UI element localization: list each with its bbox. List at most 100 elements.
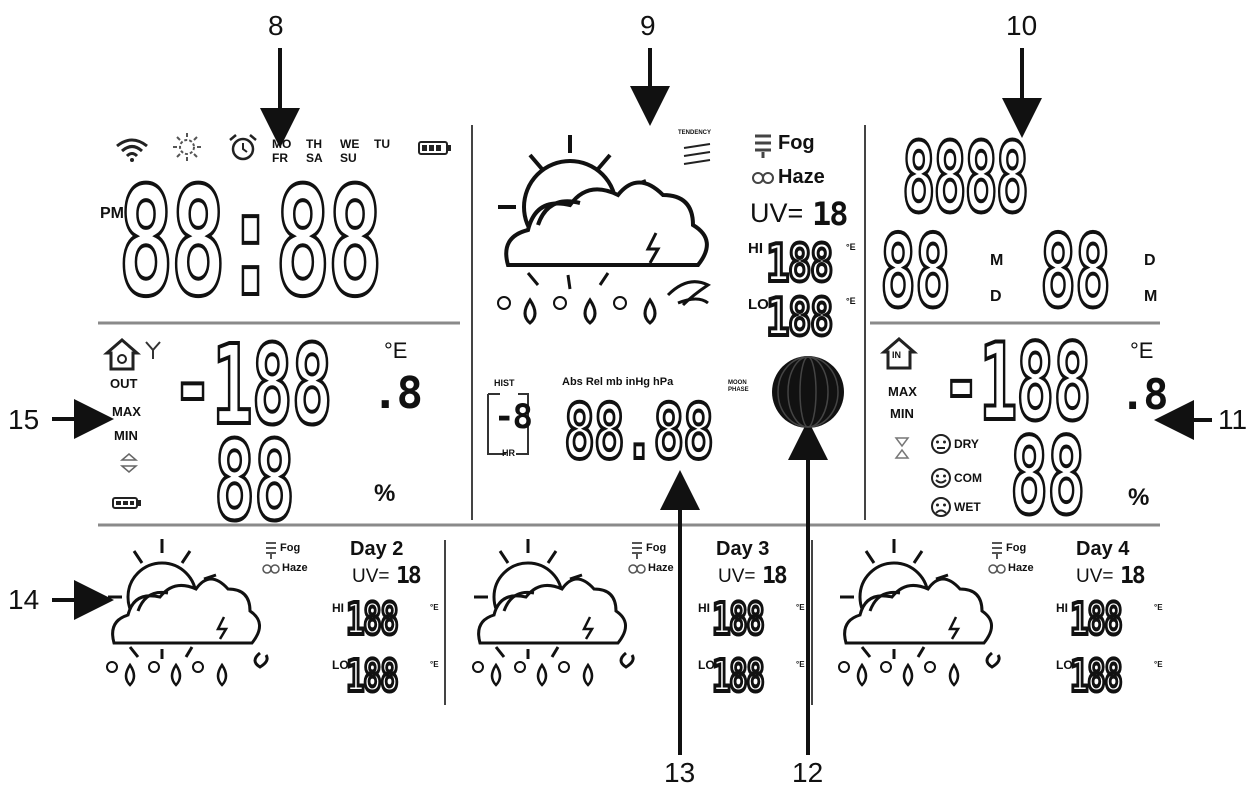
forecast-day2-icon — [106, 539, 269, 687]
haze-icon — [752, 172, 774, 184]
lo-digits: 188 — [765, 288, 835, 348]
callout-11: 11 — [1218, 404, 1248, 435]
forecast-day2-lo-label: LO — [332, 658, 349, 672]
comfort-com-label: COM — [954, 471, 982, 485]
date-d1: D — [990, 288, 1002, 305]
haze-label: Haze — [778, 166, 825, 188]
forecast-day2-hi-unit: °E — [430, 603, 439, 612]
forecast-day2-hi-label: HI — [332, 601, 344, 615]
forecast-day2-lo-unit: °E — [430, 660, 439, 669]
out-min-label: MIN — [114, 428, 138, 443]
forecast-day2-uv-label: UV= — [352, 566, 390, 587]
comfort-com-icon — [931, 468, 951, 488]
out-temp-unit: °E — [384, 338, 408, 363]
pressure-units: Abs Rel mb inHg hPa — [562, 376, 674, 388]
fog-icon — [755, 134, 771, 158]
forecast-day2-fog-icon — [266, 542, 276, 559]
moon-phase-icon — [772, 356, 844, 428]
callout-14: 14 — [8, 584, 40, 615]
forecast-day4-haze-icon — [988, 564, 1006, 574]
forecast-day3-lo-unit: °E — [796, 660, 805, 669]
forecast-day4-lo-digits: 188 — [1069, 651, 1125, 702]
forecast-day3-haze-label: Haze — [648, 562, 674, 574]
out-battery-icon — [112, 497, 141, 509]
callout-13: 13 — [664, 757, 696, 788]
pressure-digits: 88.88 — [563, 387, 716, 476]
date-left-digits: 88 — [879, 213, 952, 330]
forecast-day4-title: Day 4 — [1076, 538, 1130, 560]
hist-digit: -8 — [494, 397, 533, 437]
forecast-day2-haze-icon — [262, 564, 280, 574]
forecast-day3-lo-digits: 188 — [711, 651, 767, 702]
weekday-tu: TU — [374, 137, 390, 151]
callout-9: 9 — [640, 10, 656, 41]
date-m1: M — [990, 252, 1004, 269]
in-temp-digits: -188 — [941, 321, 1093, 444]
date-m2: M — [1144, 288, 1158, 305]
forecast-day2-lo-digits: 188 — [345, 651, 401, 702]
alarm-icon — [229, 134, 257, 161]
forecast-day3-lo-label: LO — [698, 658, 715, 672]
moon-phase-label: MOON PHASE — [728, 380, 749, 393]
lo-label: LO — [748, 296, 769, 313]
out-label: OUT — [110, 376, 138, 391]
in-hum-pct: % — [1128, 484, 1150, 511]
in-min-label: MIN — [890, 406, 914, 421]
forecast-day3-hi-digits: 188 — [711, 594, 767, 645]
in-house-icon — [879, 337, 919, 370]
forecast-day4-lo-unit: °E — [1154, 660, 1163, 669]
hi-digits: 188 — [765, 234, 835, 294]
weekday-fr: FR — [272, 151, 288, 165]
comfort-dry-label: DRY — [954, 437, 979, 451]
weather-forecast-icon — [497, 135, 711, 325]
hist-label: HIST — [494, 378, 515, 388]
comfort-wet-icon — [931, 497, 951, 517]
weekday-mo: MO — [272, 137, 292, 151]
forecast-day2-title: Day 2 — [350, 538, 404, 560]
date-right-digits: 88 — [1039, 213, 1112, 330]
out-hum-digits: 88 — [213, 417, 296, 545]
weekday-we: WE — [340, 137, 360, 151]
comfort-wet-label: WET — [954, 500, 981, 514]
tendency-arrows-icon — [683, 143, 711, 165]
forecast-day2-haze-label: Haze — [282, 562, 308, 574]
callout-8: 8 — [268, 10, 284, 41]
forecast-day2-fog-label: Fog — [280, 542, 301, 554]
wifi-icon — [116, 138, 148, 162]
hi-unit: °E — [846, 242, 856, 252]
trend-icon — [119, 453, 139, 473]
out-max-label: MAX — [112, 404, 141, 419]
forecast-day3-hi-label: HI — [698, 601, 710, 615]
in-temp-unit: °E — [1130, 338, 1154, 363]
forecast-day4-haze-label: Haze — [1008, 562, 1034, 574]
date-d2: D — [1144, 252, 1156, 269]
forecast-day4-icon — [838, 539, 1001, 687]
comfort-dry-icon — [931, 434, 951, 454]
uv-digit: 18 — [812, 195, 849, 233]
forecast-day3-fog-label: Fog — [646, 542, 667, 554]
forecast-day4-hi-unit: °E — [1154, 603, 1163, 612]
out-house-icon — [102, 338, 142, 371]
forecast-day3-icon — [472, 539, 635, 687]
clock-digits: 88:88 — [117, 156, 385, 330]
forecast-day4-hi-digits: 188 — [1069, 594, 1125, 645]
forecast-day4-uv-digit: 18 — [1120, 563, 1146, 589]
out-temp-digits: -188 — [171, 321, 334, 449]
in-temp-decimal: .8 — [1120, 370, 1169, 419]
forecast-day4-hi-label: HI — [1056, 601, 1068, 615]
weekday-th: TH — [306, 137, 322, 151]
pm-indicator: PM — [100, 205, 124, 222]
forecast-day3-haze-icon — [628, 564, 646, 574]
out-temp-decimal: .8 — [372, 368, 423, 419]
forecast-day2-hi-digits: 188 — [345, 594, 401, 645]
hist-frame — [487, 393, 529, 455]
out-hum-pct: % — [374, 480, 396, 507]
forecast-day4-fog-label: Fog — [1006, 542, 1027, 554]
forecast-day3-uv-label: UV= — [718, 566, 756, 587]
callout-10: 10 — [1006, 10, 1038, 41]
forecast-day4-uv-label: UV= — [1076, 566, 1114, 587]
date-top-digits: 8888 — [901, 122, 1030, 234]
forecast-day4-fog-icon — [992, 542, 1002, 559]
tendency-label: TENDENCY — [678, 130, 712, 136]
